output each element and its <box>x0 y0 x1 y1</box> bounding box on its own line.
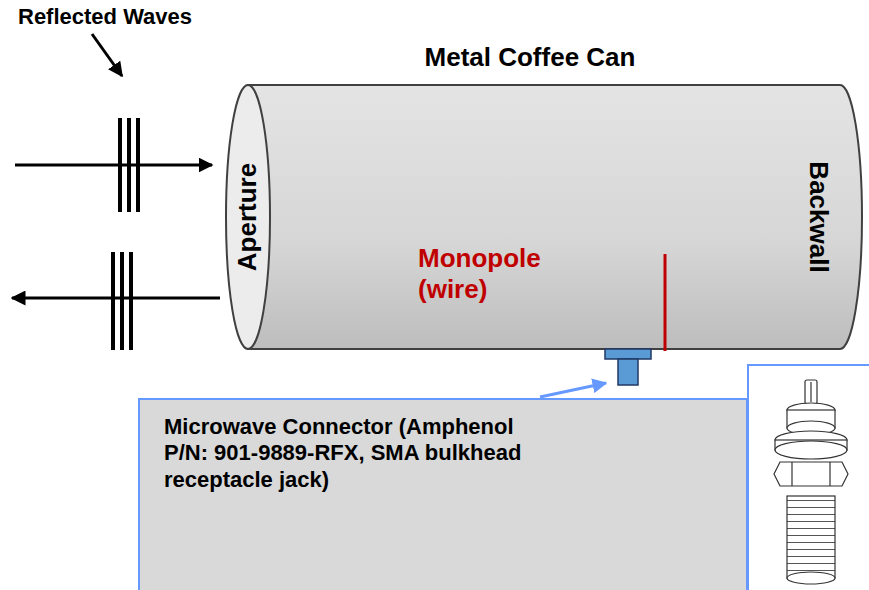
can-title: Metal Coffee Can <box>220 42 840 73</box>
connector-symbol <box>605 349 651 385</box>
leader-arrow <box>540 383 606 397</box>
aperture-label: Aperture <box>232 163 263 271</box>
can-outline <box>220 40 860 392</box>
coffee-can: Metal Coffee CanAperture BackwallMonopole… <box>220 40 860 392</box>
reflected-wave <box>12 252 220 350</box>
callout-box: Microwave Connector (Amphenol P/N: 901-9… <box>138 398 748 590</box>
sma-connector-picture <box>774 380 848 584</box>
monopole-label: Monopole (wire) <box>418 243 578 305</box>
wave-label: Reflected Waves <box>18 4 192 30</box>
callout-text: Microwave Connector (Amphenol P/N: 901-9… <box>164 414 554 493</box>
monopole-wire <box>664 254 667 351</box>
pointer-arrow <box>92 34 122 76</box>
incident-wave <box>15 118 212 212</box>
backwall-label: Backwall <box>802 161 833 272</box>
